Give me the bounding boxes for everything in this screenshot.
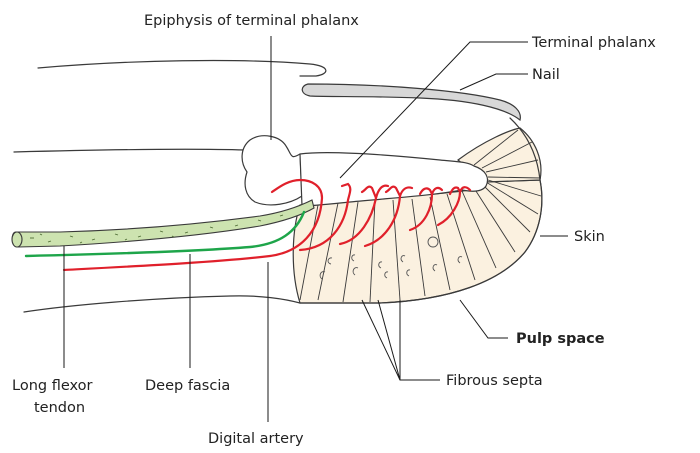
label-deep-fascia: Deep fascia: [145, 378, 230, 394]
tendon-cut-end: [12, 232, 22, 247]
finger-volar-outline: [24, 296, 300, 312]
finger-dorsal-outline: [38, 61, 326, 76]
label-digital-artery: Digital artery: [208, 431, 304, 447]
long-flexor-tendon: [12, 200, 314, 247]
label-long-flexor-line2: tendon: [34, 400, 85, 416]
middle-phalanx-outline: [14, 149, 245, 152]
nail-plate: [302, 84, 520, 120]
label-pulp-space: Pulp space: [516, 331, 605, 347]
label-long-flexor-line1: Long flexor: [12, 378, 93, 394]
label-nail: Nail: [532, 67, 560, 83]
label-epiphysis: Epiphysis of terminal phalanx: [144, 13, 359, 29]
epiphysis-bone: [242, 136, 302, 205]
label-skin: Skin: [574, 229, 605, 245]
label-fibrous-septa: Fibrous septa: [446, 373, 543, 389]
label-terminal-phalanx: Terminal phalanx: [531, 35, 656, 51]
